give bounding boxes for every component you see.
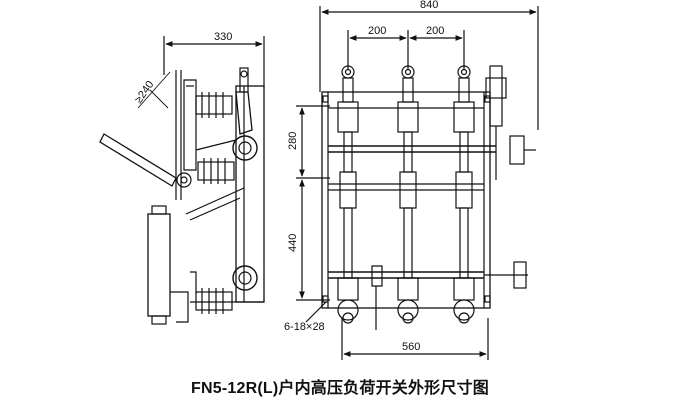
dim-pole-spacing-2: 200 (426, 25, 444, 37)
dim-pole-spacing-1: 200 (368, 25, 386, 37)
diagram-caption: FN5-12R(L)户内高压负荷开关外形尺寸图 (191, 380, 489, 397)
middle-insulator (197, 158, 235, 184)
operating-mechanism (484, 65, 536, 289)
pole-3 (453, 65, 475, 324)
lower-insulator (195, 288, 233, 314)
upper-insulator (195, 92, 233, 118)
dim-upper-height: 280 (287, 132, 299, 150)
front-view (296, 6, 539, 360)
fuse-tube (147, 205, 171, 325)
side-view (99, 36, 265, 325)
pole-1 (337, 65, 359, 324)
pole-2 (397, 65, 419, 324)
dim-base-width: 560 (402, 341, 420, 353)
dim-holes: 6-18×28 (284, 321, 325, 333)
dim-front-width: 840 (420, 0, 438, 11)
dim-side-width: 330 (214, 31, 232, 43)
dim-lower-height: 440 (287, 234, 299, 252)
